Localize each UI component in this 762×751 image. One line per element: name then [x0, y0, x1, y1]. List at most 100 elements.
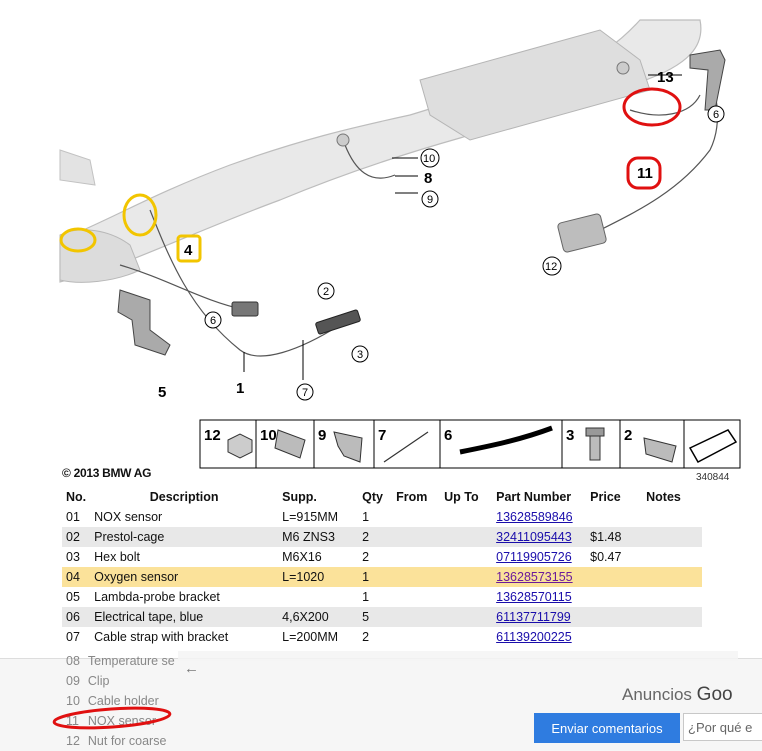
row-no: 11 — [66, 714, 79, 728]
legend-strip: 12 10 9 7 6 3 2 — [199, 419, 741, 469]
red-mark-11 — [626, 156, 662, 190]
row-qty: 1 — [362, 510, 370, 524]
part-number-link[interactable]: 61137711799 — [496, 610, 571, 624]
yellow-mark-port — [59, 227, 97, 253]
callout-5: 5 — [158, 384, 166, 401]
row-no: 07 — [66, 630, 80, 644]
callout-4: 4 — [184, 242, 193, 259]
col-supp: Supp. — [282, 489, 317, 504]
row-qty: 1 — [358, 567, 393, 587]
row-from — [392, 587, 440, 607]
row-upto — [440, 547, 492, 567]
part-number-link[interactable]: 13628573155 — [496, 570, 573, 584]
send-feedback-button[interactable]: Enviar comentarios — [534, 713, 680, 743]
row-no: 12 — [66, 734, 80, 748]
row-from — [392, 507, 440, 527]
col-from: From — [396, 489, 428, 504]
callout-11: 11 — [637, 165, 653, 182]
row-from — [392, 567, 441, 587]
table-row-highlighted: 04 Oxygen sensor L=1020 1 13628573155 — [62, 567, 702, 587]
row-supp: 4,6X200 — [278, 607, 359, 627]
callout-1: 1 — [236, 380, 244, 397]
row-no: 08 — [66, 654, 80, 668]
row-price — [586, 587, 642, 607]
callout-6a: 6 — [210, 315, 216, 327]
legend-6: 6 — [444, 427, 452, 444]
fade-cover — [178, 651, 738, 661]
legend-3: 3 — [566, 427, 574, 444]
legend-7: 7 — [378, 427, 386, 444]
why-this-ad-link[interactable]: ¿Por qué e — [683, 713, 762, 741]
table-row: 05 Lambda-probe bracket 1 13628570115 — [62, 587, 702, 607]
callout-6b: 6 — [713, 109, 719, 121]
row-pn-cell: 32411095443 — [492, 527, 587, 547]
table-header-row: No. Description Supp. Qty From Up To Par… — [62, 486, 702, 507]
row-desc: Nut for coarse — [87, 734, 167, 748]
row-from — [392, 607, 441, 627]
legend-12: 12 — [204, 427, 221, 444]
row-pn-cell: 13628570115 — [492, 587, 586, 607]
row-no: 05 — [66, 590, 80, 604]
col-qty: Qty — [362, 489, 383, 504]
row-notes — [642, 607, 702, 627]
row-upto — [440, 587, 492, 607]
part-number-link[interactable]: 13628589846 — [496, 510, 573, 524]
table-row: 07 Cable strap with bracket L=200MM 2 61… — [62, 627, 702, 647]
bracket-5 — [117, 289, 171, 356]
row-pn-cell: 13628589846 — [492, 507, 586, 527]
row-from — [392, 547, 440, 567]
wire-4 — [119, 264, 246, 311]
row-price — [586, 607, 643, 627]
table-row: 01 NOX sensor L=915MM 1 13628589846 — [62, 507, 702, 527]
row-no: 06 — [62, 607, 91, 627]
callout-6a-circle — [204, 311, 222, 329]
row-supp: L=1020 — [278, 567, 359, 587]
copyright-notice: © 2013 BMW AG — [62, 466, 152, 480]
table-row: 12 Nut for coarse — [62, 731, 179, 751]
part-number-link[interactable]: 61139200225 — [496, 630, 572, 644]
callout-2: 2 — [323, 286, 329, 298]
row-pn-cell: 07119905726 — [492, 547, 586, 567]
ads-label-prefix: Anuncios — [622, 685, 697, 704]
connector-2 — [315, 309, 361, 335]
table-row: 06 Electrical tape, blue 4,6X200 5 61137… — [62, 607, 702, 627]
row-notes — [642, 627, 702, 647]
image-id: 340844 — [696, 472, 730, 483]
back-arrow-icon[interactable]: ← — [184, 660, 199, 677]
part-number-link[interactable]: 07119905726 — [496, 550, 572, 564]
col-description: Description — [149, 489, 219, 504]
callout-13: 13 — [657, 69, 674, 86]
callout-7-circle — [296, 383, 314, 401]
callout-12: 12 — [545, 261, 557, 273]
yellow-mark-sensor — [122, 193, 158, 237]
row-qty: 5 — [358, 607, 393, 627]
row-price — [586, 567, 643, 587]
row-no: 04 — [62, 567, 91, 587]
connector-4 — [231, 301, 259, 317]
row-desc: NOX sensor — [94, 510, 163, 524]
row-desc: Cable strap with bracket — [94, 630, 229, 644]
legend-10: 10 — [260, 427, 277, 444]
row-upto — [440, 507, 492, 527]
wire-11 — [599, 84, 719, 231]
row-qty: 1 — [362, 590, 370, 604]
part-number-link[interactable]: 32411095443 — [496, 530, 572, 544]
row-qty: 2 — [358, 527, 393, 547]
row-desc: Electrical tape, blue — [90, 607, 279, 627]
legend-2: 2 — [624, 427, 632, 444]
front-pipe — [59, 149, 96, 186]
ads-label-brand: Goo — [696, 684, 733, 705]
row-no: 01 — [66, 510, 80, 524]
bracket-13 — [689, 49, 726, 111]
yellow-mark-4 — [176, 234, 202, 263]
part-number-link[interactable]: 13628570115 — [496, 590, 572, 604]
row-no: 09 — [66, 674, 80, 688]
row-upto — [440, 607, 493, 627]
row-pn-cell: 61139200225 — [492, 627, 586, 647]
row-notes — [642, 587, 702, 607]
row-pn-cell: 13628573155 — [492, 567, 587, 587]
row-supp: L=915MM — [282, 510, 339, 524]
row-desc: Clip — [87, 674, 110, 688]
row-from — [392, 527, 441, 547]
